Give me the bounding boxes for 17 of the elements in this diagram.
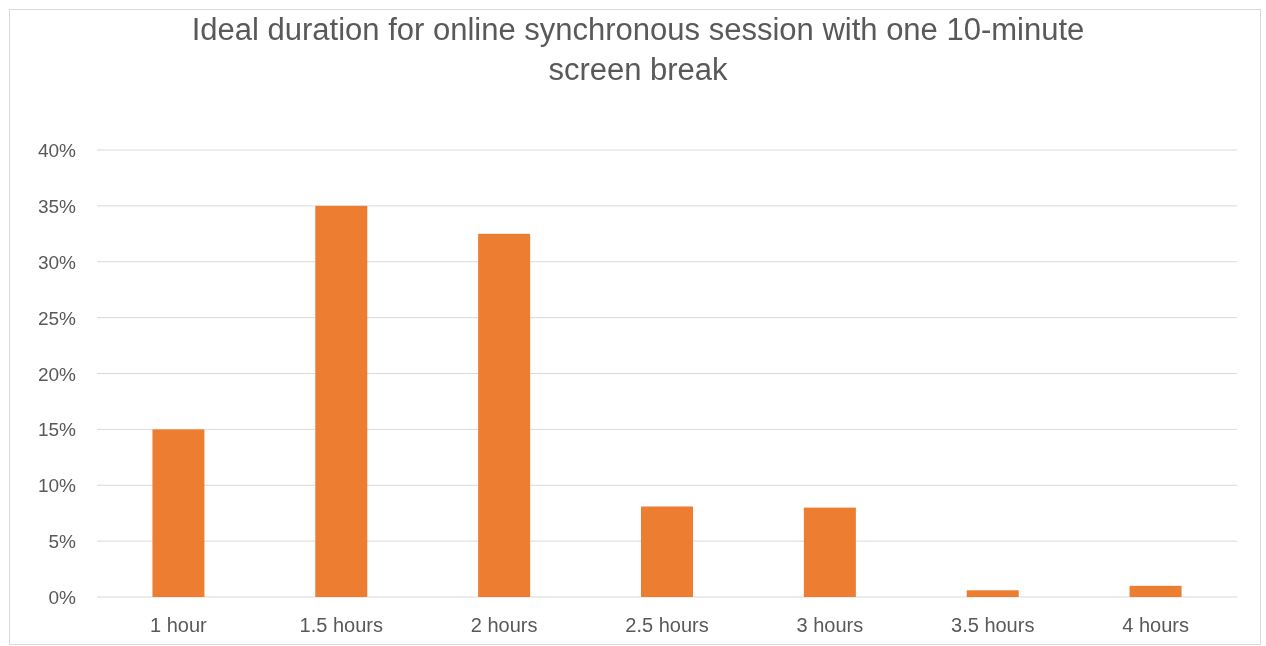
category-label: 2.5 hours [625, 614, 709, 636]
category-label: 1.5 hours [299, 614, 383, 636]
axis-tick-label: 15% [37, 419, 76, 441]
axis-tick-label: 25% [37, 307, 76, 329]
category-label: 2 hours [470, 614, 538, 636]
axis-tick-label: 0% [48, 587, 76, 608]
axis-tick-label: 30% [37, 251, 76, 273]
axis-tick-label: 20% [37, 363, 76, 385]
category-label: 3 hours [796, 614, 864, 636]
category-label: 3.5 hours [951, 614, 1035, 636]
axis-tick-label: 40% [37, 140, 76, 161]
chart-title: Ideal duration for online synchronous session with one 10-minute screen break [190, 11, 1086, 89]
category-label: 1 hour [150, 614, 207, 636]
category-label: 4 hours [1122, 614, 1189, 636]
axis-tick-label: 5% [48, 531, 76, 553]
axis-tick-label: 10% [37, 475, 76, 497]
axis-tick-label: 35% [37, 195, 76, 217]
